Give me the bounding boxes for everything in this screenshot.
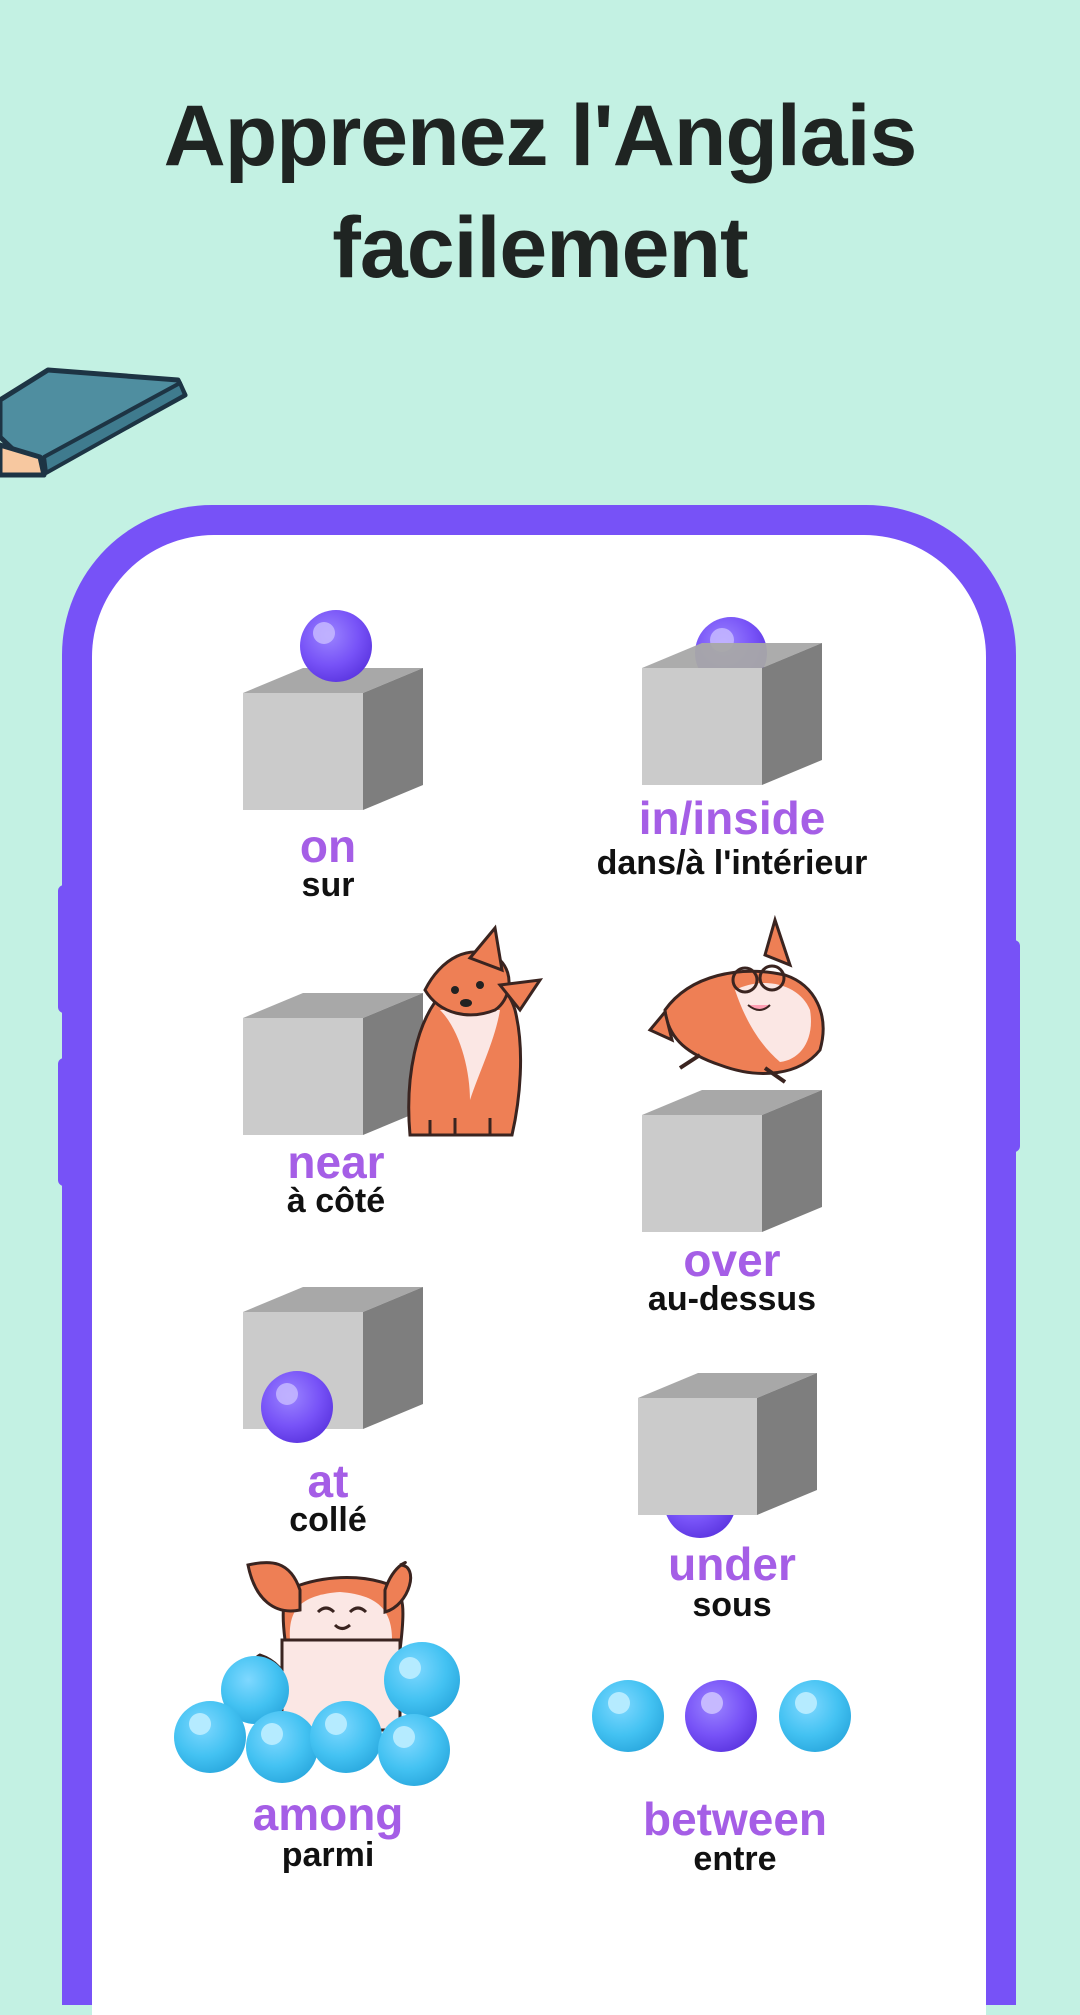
phone-frame [62,505,1016,2015]
translation-parmi: parmi [281,1836,375,1874]
book-icon [0,367,188,478]
translation-sous: sous [692,1586,772,1624]
ball-inside-box-illustration [642,617,822,785]
translation-a-cote: à côté [286,1182,386,1220]
ball-on-box-illustration [243,610,423,810]
headline-line-2: facilement [332,200,748,296]
word-over: over [683,1234,781,1286]
corgi-sitting-icon [407,924,544,1137]
ball-at-box-illustration [243,1287,423,1443]
translation-dans: dans/à l'intérieur [596,844,868,882]
phone-screen [92,535,986,2015]
translation-sur: sur [301,866,355,904]
translation-au-dessus: au-dessus [647,1280,817,1318]
box-icon [642,1090,822,1232]
word-between: between [642,1793,828,1845]
purple-ball-icon [261,1371,333,1443]
translation-entre: entre [693,1840,777,1878]
word-on: on [299,820,357,872]
blue-balls-pile-icon [174,1642,460,1786]
box-icon [243,993,423,1135]
word-in-inside: in/inside [638,792,826,844]
word-among: among [252,1788,404,1840]
ball-under-box-illustration [638,1373,817,1538]
headline: Apprenez l'Anglais facilement [0,80,1080,304]
word-under: under [668,1538,796,1590]
purple-ball-icon [685,1680,757,1752]
corgi-over-box-illustration [642,914,825,1232]
box-icon [642,643,822,785]
corgi-jumping-icon [647,914,825,1084]
purple-ball-between-blue-balls-illustration [592,1680,851,1752]
preposition-illustrations [174,610,851,1786]
box-icon [638,1373,817,1515]
word-at: at [307,1455,349,1507]
blue-ball-icon [592,1680,664,1752]
blue-ball-icon [779,1680,851,1752]
purple-ball-icon [300,610,372,682]
purple-ball-icon [666,1515,734,1538]
translation-colle: collé [289,1501,367,1539]
corgi-among-balls-illustration [174,1561,460,1786]
corgi-near-box-illustration [243,924,544,1137]
box-icon [243,668,423,810]
word-near: near [287,1136,385,1188]
headline-line-1: Apprenez l'Anglais [163,88,918,184]
